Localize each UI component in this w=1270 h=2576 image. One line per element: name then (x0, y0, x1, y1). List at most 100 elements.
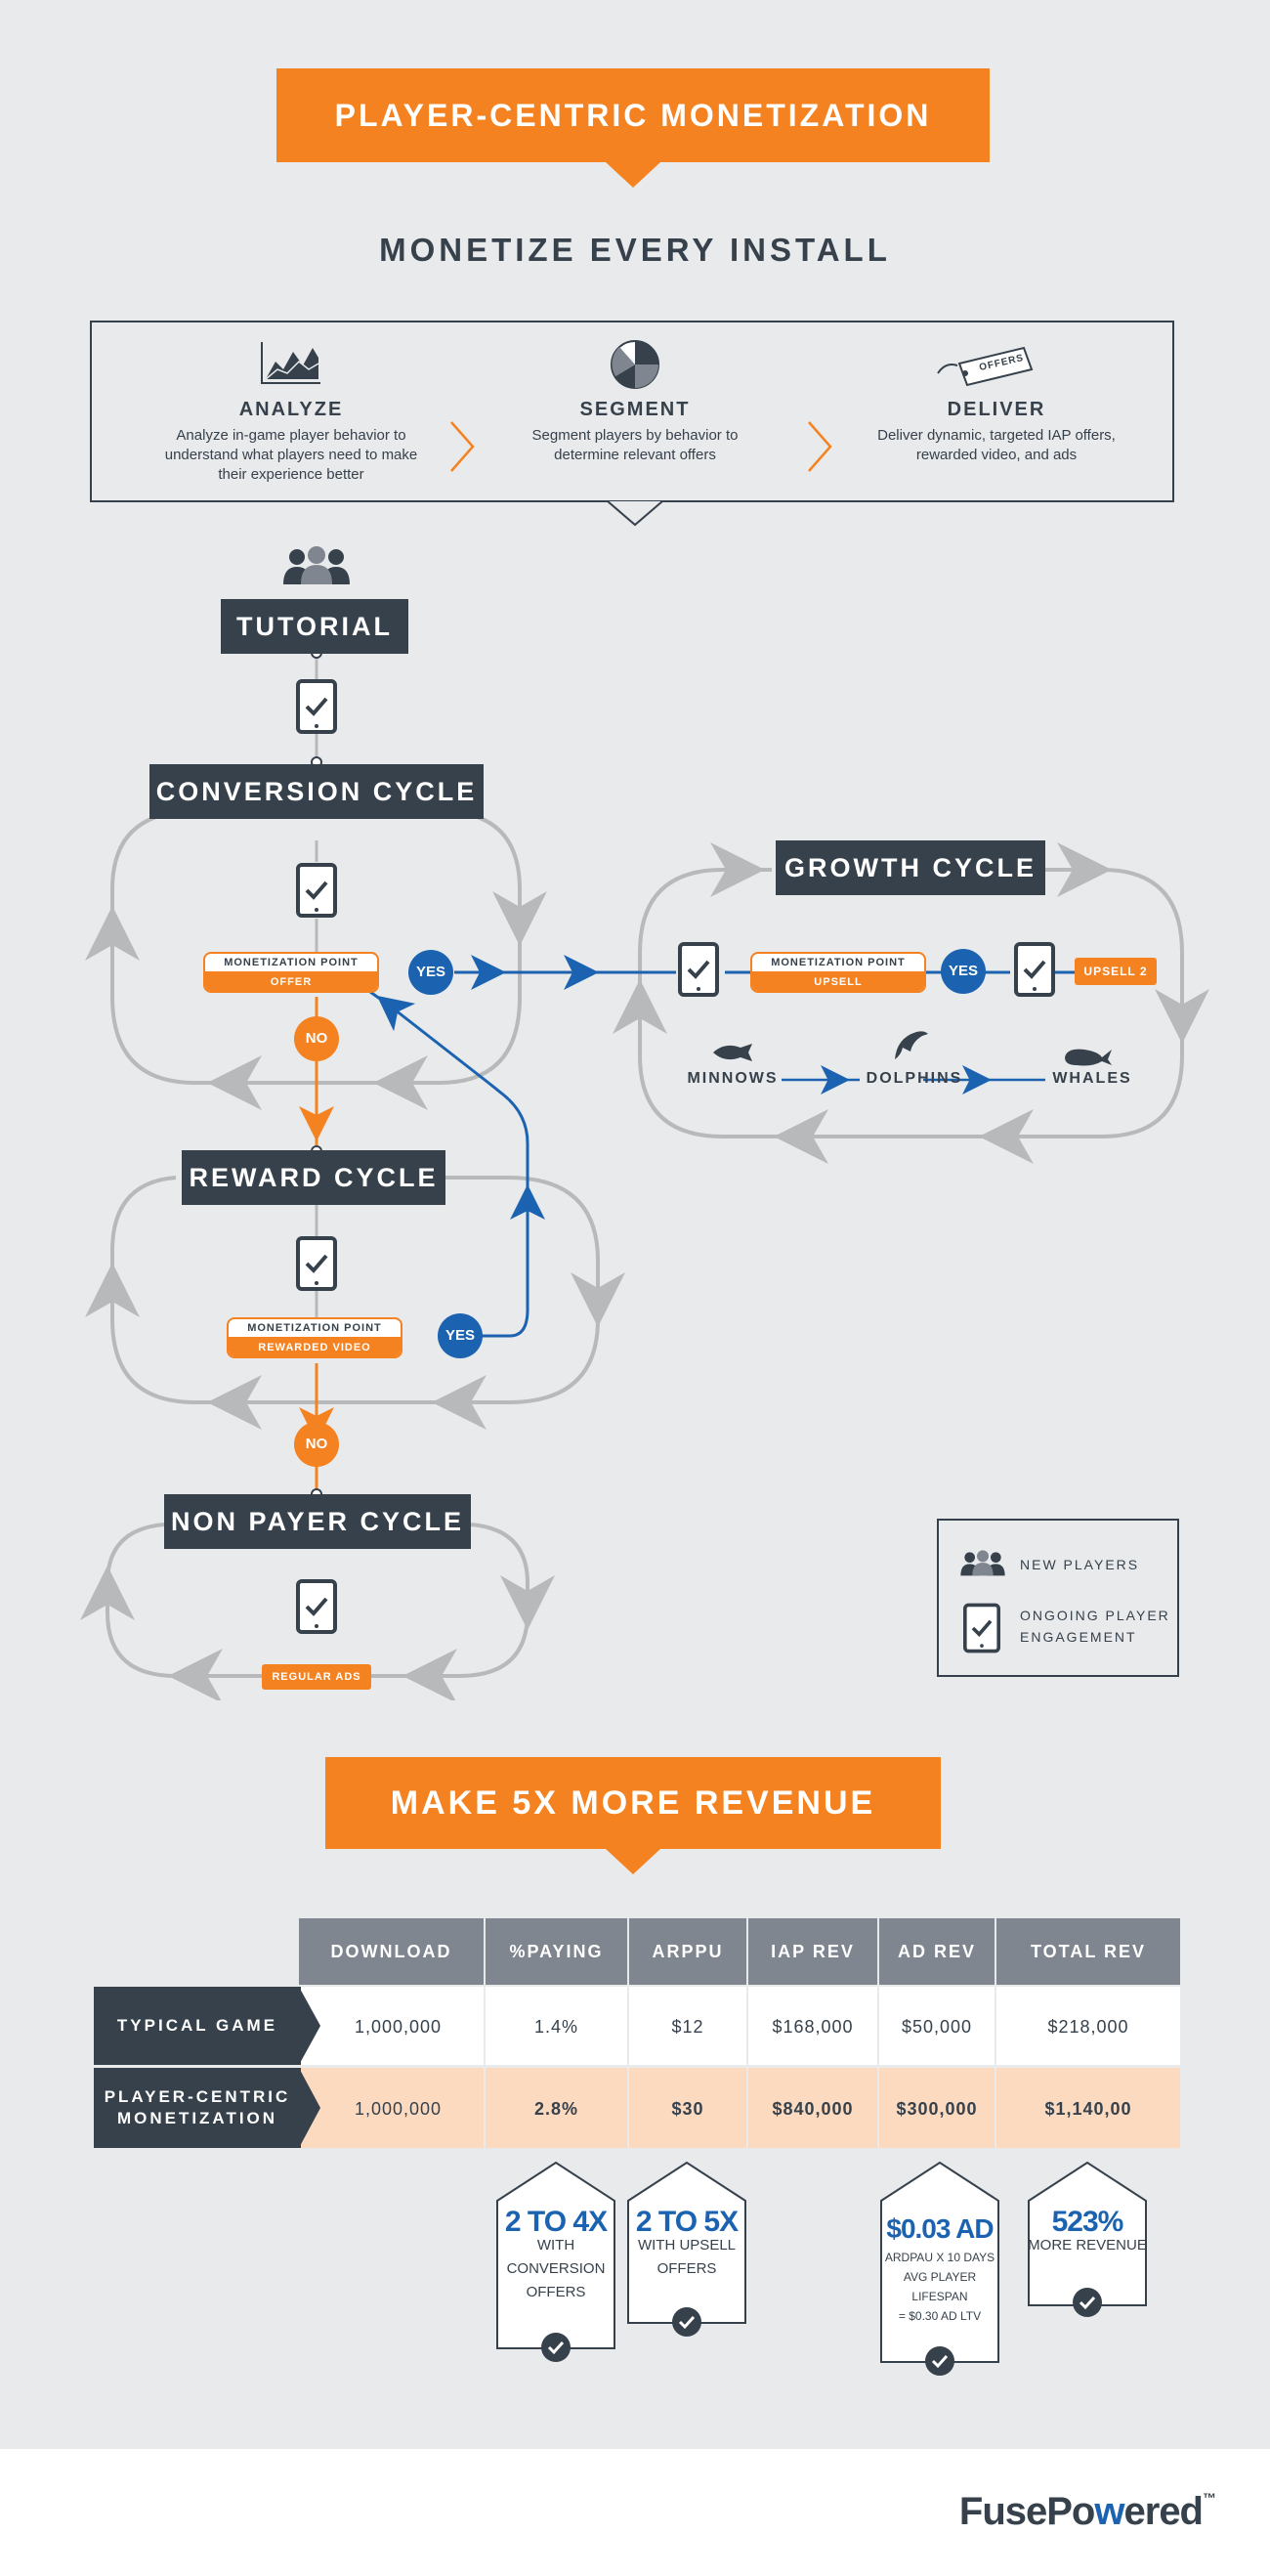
step-desc-line: their experience better (218, 466, 364, 483)
step-desc-line: Deliver dynamic, targeted IAP offers, (877, 427, 1116, 444)
step-desc-line: rewarded video, and ads (915, 447, 1078, 463)
tablet-check-icon (296, 1236, 337, 1291)
step-title-analyze: ANALYZE (238, 399, 344, 420)
table-cell: $1,140,00 (1044, 2099, 1132, 2119)
pie-icon (611, 340, 659, 389)
row-label-typical: TYPICAL GAME (94, 1987, 301, 2065)
step-desc-deliver: Deliver dynamic, targeted IAP offers, re… (840, 426, 1153, 465)
mp-value: REWARDED VIDEO (229, 1337, 401, 1356)
stat-line: MORE REVENUE (1028, 2237, 1147, 2254)
mp-label: MONETIZATION POINT (224, 957, 359, 968)
table-row-typical-bg (299, 1987, 1180, 2065)
offers-tag-icon: OFFERS (936, 344, 1034, 387)
table-cell: $840,000 (772, 2099, 854, 2119)
brand-tm: ™ (1203, 2490, 1216, 2506)
tablet-check-icon (296, 1579, 337, 1634)
brand-text: ered (1123, 2490, 1204, 2533)
table-cell: $218,000 (1047, 2017, 1129, 2037)
tablet-check-icon (296, 863, 337, 918)
col-divider (627, 1987, 629, 2148)
stat-upsell: 2 TO 5X WITH UPSELL OFFERS (627, 2206, 746, 2281)
check-circle-icon (672, 2307, 701, 2337)
monetization-point-rewarded-video: MONETIZATION POINT REWARDED VIDEO (227, 1317, 402, 1358)
col-divider (995, 1987, 996, 2148)
stat-value: 523% (1051, 2206, 1124, 2238)
stat-value: $0.03 AD (886, 2213, 994, 2244)
reward-loop (110, 1176, 600, 1404)
table-cell: $300,000 (896, 2099, 978, 2119)
stat-line: OFFERS (526, 2284, 586, 2300)
yes-badge: YES (941, 949, 986, 994)
legend-new-players: NEW PLAYERS (1020, 1557, 1140, 1572)
stat-revenue: 523% MORE REVENUE (1028, 2206, 1147, 2257)
header-title: PLAYER-CENTRIC MONETIZATION (334, 98, 932, 133)
row-label-arrow (299, 1987, 320, 2065)
row-label-text: TYPICAL GAME (116, 2016, 278, 2035)
people-icon (960, 1550, 1005, 1576)
check-circle-icon (925, 2346, 954, 2376)
growth-loop (638, 868, 1184, 1138)
step-title-segment: SEGMENT (579, 399, 691, 420)
row-label-text: MONETIZATION (116, 2109, 278, 2127)
mp-label: MONETIZATION POINT (247, 1322, 382, 1334)
legend-line: ENGAGEMENT (1020, 1629, 1137, 1645)
tablet-check-icon (963, 1603, 1000, 1653)
check-circle-icon (1073, 2288, 1102, 2317)
col-divider (877, 1987, 879, 2148)
banner-pointer (606, 1849, 660, 1874)
table-cell: 2.8% (533, 2099, 579, 2119)
stat-tag-shape (627, 2162, 746, 2324)
subtitle: MONETIZE EVERY INSTALL (379, 232, 891, 268)
table-cell: $12 (671, 2017, 704, 2037)
stat-ad: $0.03 AD ARDPAU X 10 DAYS AVG PLAYER LIF… (880, 2211, 999, 2326)
legend-box (937, 1519, 1179, 1677)
people-icon (283, 546, 350, 584)
mp-label: MONETIZATION POINT (771, 957, 906, 968)
table-cell: 1,000,000 (354, 2017, 443, 2037)
mp-value: UPSELL (752, 971, 924, 991)
col-header: IAP REV (748, 1918, 877, 1985)
chart-icon (261, 342, 320, 384)
dolphin-icon (895, 1031, 928, 1059)
table-cell: 1,000,000 (354, 2099, 443, 2119)
tutorial-label: TUTORIAL (221, 599, 408, 654)
stat-tag-shape (1028, 2162, 1147, 2306)
revenue-title: MAKE 5X MORE REVENUE (390, 1784, 876, 1822)
stat-value: 2 TO 5X (635, 2206, 739, 2238)
step-desc-line: determine relevant offers (554, 447, 716, 463)
stat-tag-shape (496, 2162, 615, 2349)
table-cell: 1.4% (533, 2017, 579, 2037)
footer: FusePowered™ (0, 2449, 1270, 2576)
stat-line: LIFESPAN (911, 2290, 968, 2303)
table-cell: $168,000 (772, 2017, 854, 2037)
mp-value: OFFER (205, 971, 377, 991)
row-label-pcm: PLAYER-CENTRIC MONETIZATION (94, 2068, 301, 2148)
col-header: %PAYING (486, 1918, 627, 1985)
col-divider (746, 1987, 748, 2148)
whales-label: WHALES (1052, 1070, 1132, 1087)
brand-logo: FusePowered™ (958, 2490, 1216, 2534)
banner-pointer (606, 162, 660, 188)
non-payer-cycle-label: NON PAYER CYCLE (164, 1494, 471, 1549)
revenue-banner: MAKE 5X MORE REVENUE (325, 1757, 941, 1874)
row-label-text: PLAYER-CENTRIC (104, 2087, 291, 2106)
reward-cycle-label: REWARD CYCLE (182, 1150, 445, 1205)
brand-text: FusePo (958, 2490, 1095, 2533)
table-cell: $30 (671, 2099, 704, 2119)
regular-ads-tag: REGULAR ADS (262, 1664, 371, 1690)
stat-value: 2 TO 4X (504, 2206, 608, 2238)
stat-tag-shape (880, 2162, 999, 2363)
step-title-deliver: DELIVER (947, 399, 1046, 420)
tablet-check-icon (678, 942, 719, 997)
steps-box-pointer (607, 500, 663, 527)
stat-line: WITH (536, 2237, 575, 2254)
row-label-arrow (299, 2068, 320, 2148)
stat-conversion: 2 TO 4X WITH CONVERSION OFFERS (496, 2206, 615, 2304)
yes-badge: YES (408, 950, 453, 995)
step-desc-line: Segment players by behavior to (531, 427, 739, 444)
col-header: ARPPU (629, 1918, 746, 1985)
chevron-right-icon (808, 421, 832, 472)
stat-line: CONVERSION (506, 2260, 606, 2277)
conversion-cycle-label: CONVERSION CYCLE (149, 764, 484, 819)
legend-engagement: ONGOING PLAYER ENGAGEMENT (1020, 1605, 1170, 1648)
